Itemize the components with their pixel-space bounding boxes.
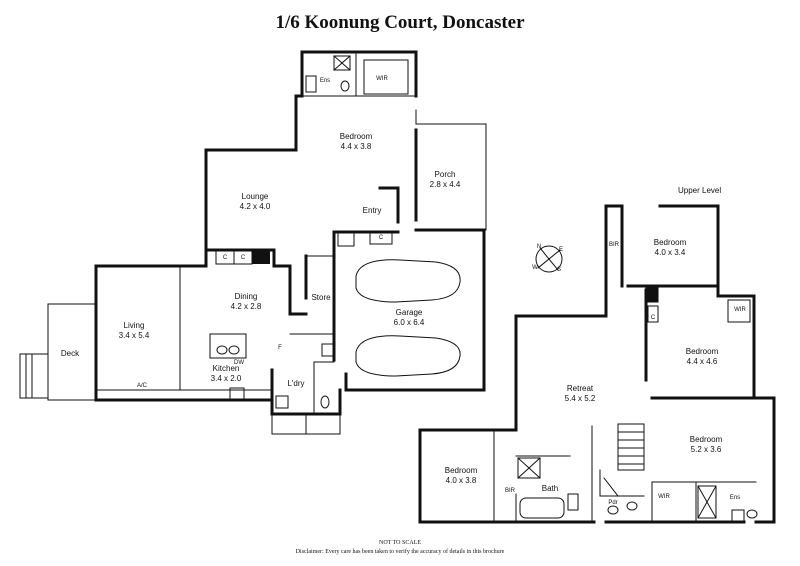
room-retreat: Retreat 5.4 x 5.2	[565, 384, 596, 404]
room-bath: Bath	[542, 484, 558, 494]
plan-title: 1/6 Koonung Court, Doncaster	[275, 12, 525, 33]
room-entry: Entry	[363, 206, 382, 216]
label-c-2: C	[240, 255, 246, 261]
room-garage: Garage 6.0 x 6.4	[394, 308, 425, 328]
label-bir-bath: BIR	[504, 488, 516, 494]
label-ens-ul3: Ens	[729, 495, 741, 501]
room-name: L'dry	[287, 379, 305, 388]
label-wir-ul2: WIR	[734, 307, 746, 313]
room-dims: 3.4 x 5.4	[118, 331, 150, 340]
label-ac: A/C	[136, 383, 148, 389]
room-dims: 5.4 x 5.2	[564, 394, 596, 403]
label-c-3: C	[378, 235, 384, 241]
compass-e: E	[558, 247, 564, 253]
room-bedroom-main: Bedroom 4.4 x 3.8	[340, 132, 372, 152]
room-name: Bedroom	[444, 466, 478, 475]
room-bedroom-ul4: Bedroom 4.0 x 3.8	[445, 466, 477, 486]
room-dims: 4.0 x 3.8	[445, 476, 477, 485]
label-pdr: Pdr	[608, 500, 618, 506]
room-living: Living 3.4 x 5.4	[119, 321, 150, 341]
living-walls	[94, 248, 276, 402]
label-ens-main: Ens	[319, 78, 331, 84]
not-to-scale-note: NOT TO SCALE	[378, 540, 421, 546]
room-dims: 3.4 x 2.0	[210, 374, 242, 383]
label-wir-main: WIR	[376, 76, 388, 82]
room-bedroom-ul1: Bedroom 4.0 x 3.4	[654, 238, 686, 258]
label-f: F	[278, 345, 282, 351]
room-deck: Deck	[61, 349, 79, 359]
room-name: Bedroom	[685, 347, 719, 356]
room-name: Bedroom	[339, 132, 373, 141]
room-dims: 4.4 x 3.8	[340, 142, 372, 151]
room-dims: 4.2 x 4.0	[239, 202, 271, 211]
upper-level-walls	[418, 204, 776, 524]
room-ldry: L'dry	[287, 379, 304, 389]
room-name: Bedroom	[689, 435, 723, 444]
main-bedroom-walls	[294, 50, 418, 224]
disclaimer-text: Disclaimer: Every care has been taken to…	[295, 549, 505, 555]
room-name: Entry	[362, 206, 382, 215]
room-name: Lounge	[241, 192, 269, 201]
room-name: Kitchen	[212, 364, 240, 373]
room-dims: 2.8 x 4.4	[429, 180, 461, 189]
compass-n: N	[536, 244, 542, 250]
room-name: Bedroom	[653, 238, 687, 247]
upper-level-label: Upper Level	[678, 186, 722, 195]
room-dims: 4.4 x 4.6	[686, 357, 718, 366]
room-porch: Porch 2.8 x 4.4	[430, 170, 461, 190]
room-name: Store	[311, 293, 331, 302]
room-name: Garage	[395, 308, 423, 317]
label-dw: DW	[234, 360, 244, 366]
room-dims: 5.2 x 3.6	[690, 445, 722, 454]
room-dims: 6.0 x 6.4	[393, 318, 425, 327]
room-store: Store	[311, 293, 330, 303]
room-kitchen: Kitchen 3.4 x 2.0	[211, 364, 242, 384]
room-name: Bath	[541, 484, 559, 493]
room-name: Porch	[434, 170, 456, 179]
room-dims: 4.0 x 3.4	[654, 248, 686, 257]
label-wir-ul3: WIR	[658, 494, 670, 500]
room-name: Deck	[60, 349, 80, 358]
room-bedroom-ul2: Bedroom 4.4 x 4.6	[686, 347, 718, 367]
room-lounge: Lounge 4.2 x 4.0	[240, 192, 271, 212]
compass-s: S	[556, 267, 562, 273]
room-dining: Dining 4.2 x 2.8	[231, 292, 262, 312]
label-c-ul: C	[650, 315, 656, 321]
room-name: Retreat	[566, 384, 594, 393]
label-c-1: C	[222, 255, 228, 261]
label-bir-ul1: BIR	[608, 242, 620, 248]
room-dims: 4.2 x 2.8	[230, 302, 262, 311]
room-name: Living	[123, 321, 145, 330]
room-bedroom-ul3: Bedroom 5.2 x 3.6	[690, 435, 722, 455]
room-name: Dining	[234, 292, 258, 301]
compass-w: W	[532, 265, 538, 271]
